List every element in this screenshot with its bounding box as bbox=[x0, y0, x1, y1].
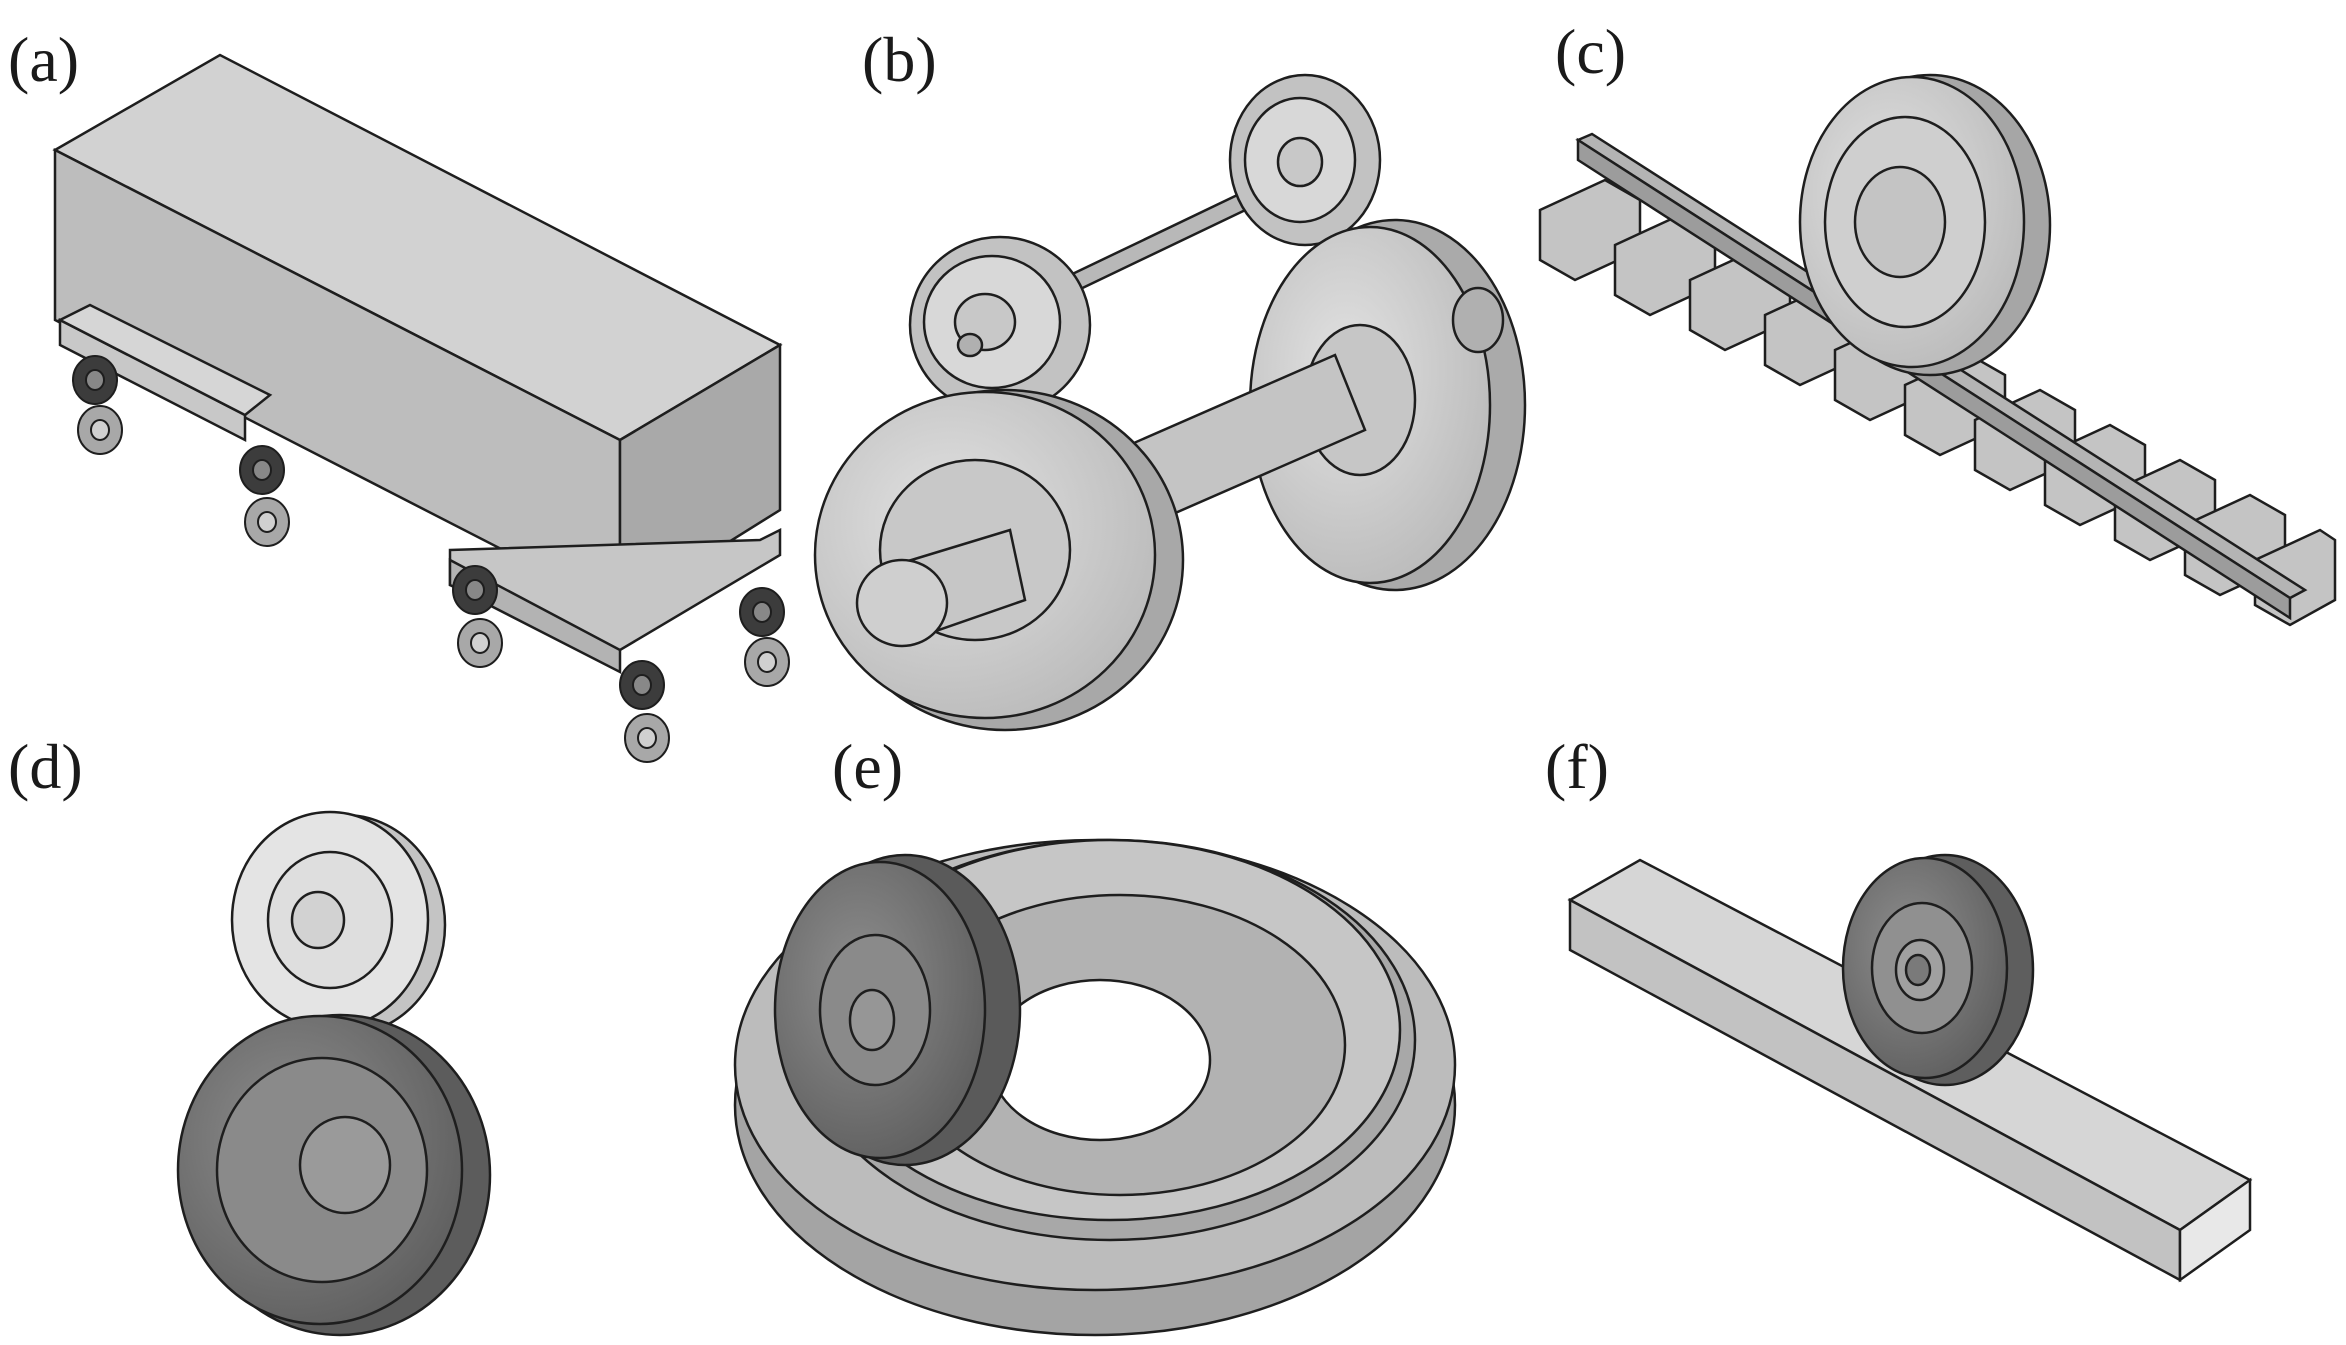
panel-e-ring bbox=[733, 838, 1457, 1337]
axle-end bbox=[855, 558, 949, 648]
panel-label-d: (d) bbox=[8, 731, 83, 802]
bogie-plate-left-top bbox=[57, 303, 273, 417]
panel-label-a: (a) bbox=[8, 24, 80, 95]
ring-hole bbox=[988, 978, 1212, 1142]
panel-c-track bbox=[1538, 73, 2337, 627]
wagon-wheels bbox=[72, 355, 790, 763]
panel-label-f: (f) bbox=[1545, 731, 1609, 802]
block-end bbox=[2178, 1177, 2252, 1283]
panel-b-roller-rig bbox=[813, 73, 1527, 732]
panel-d-twin-disc bbox=[176, 810, 492, 1337]
panel-f-rail-block bbox=[1567, 853, 2253, 1283]
panel-label-b: (b) bbox=[862, 24, 937, 95]
panel-label-e: (e) bbox=[832, 731, 904, 802]
panel-label-c: (c) bbox=[1555, 16, 1627, 87]
panel-a-wagon bbox=[52, 53, 790, 763]
